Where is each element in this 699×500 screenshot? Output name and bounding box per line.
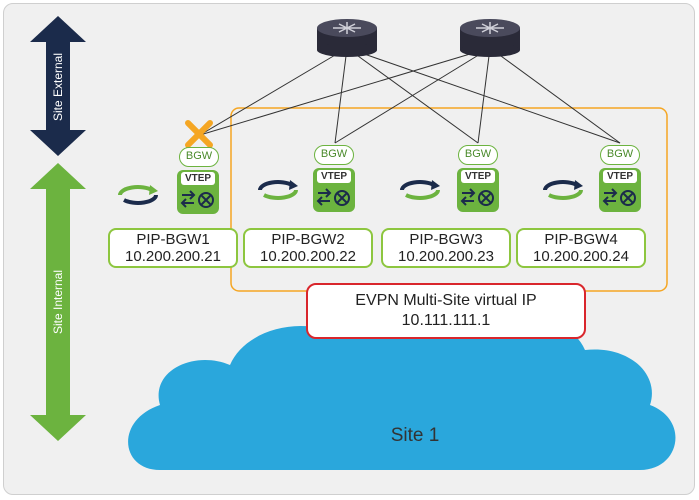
pip-ip: 10.200.200.21 [125,248,221,265]
pip-bgw2-box: PIP-BGW2 10.200.200.22 [243,228,373,268]
vtep-label: VTEP [317,170,351,183]
site-internal-arrow [30,163,86,441]
vtep-label: VTEP [461,170,495,183]
failure-x-icon [185,120,213,148]
vtep-switch-icon: VTEP [313,168,355,212]
pip-bgw3-box: PIP-BGW3 10.200.200.23 [381,228,511,268]
pip-ip: 10.200.200.23 [398,248,494,265]
bgw-badge: BGW [458,145,498,165]
vtep-switch-icon: VTEP [177,170,219,214]
cycle-icon [258,180,298,200]
virtual-ip-title: EVPN Multi-Site virtual IP [355,292,537,309]
virtual-ip-box: EVPN Multi-Site virtual IP 10.111.111.1 [306,283,586,339]
vtep-label: VTEP [181,172,215,185]
pip-name: PIP-BGW3 [409,231,483,248]
vtep-symbol [316,188,350,206]
cycle-icon [543,180,583,200]
vtep-switch-icon: VTEP [599,168,641,212]
pip-ip: 10.200.200.24 [533,248,629,265]
pip-name: PIP-BGW4 [544,231,618,248]
cycle-icon [118,185,158,205]
vtep-symbol [180,190,214,208]
site-external-label: Site External [51,52,65,122]
pip-bgw1-box: PIP-BGW1 10.200.200.21 [108,228,238,268]
pip-bgw4-box: PIP-BGW4 10.200.200.24 [516,228,646,268]
virtual-ip-address: 10.111.111.1 [401,312,491,329]
cycle-icon [400,180,440,200]
pip-name: PIP-BGW1 [136,231,210,248]
site-internal-label: Site Internal [51,269,65,335]
site-cloud [128,308,676,470]
vtep-switch-icon: VTEP [457,168,499,212]
vtep-label: VTEP [603,170,637,183]
bgw-badge: BGW [314,145,354,165]
bgw-badge: BGW [600,145,640,165]
router-icon [460,19,520,57]
vtep-symbol [460,188,494,206]
router-icon [317,19,377,57]
pip-ip: 10.200.200.22 [260,248,356,265]
site-external-arrow [30,16,86,156]
pip-name: PIP-BGW2 [271,231,345,248]
router-links [199,47,621,144]
bgw-badge: BGW [179,147,219,167]
site-label: Site 1 [390,425,440,446]
vtep-symbol [602,188,636,206]
